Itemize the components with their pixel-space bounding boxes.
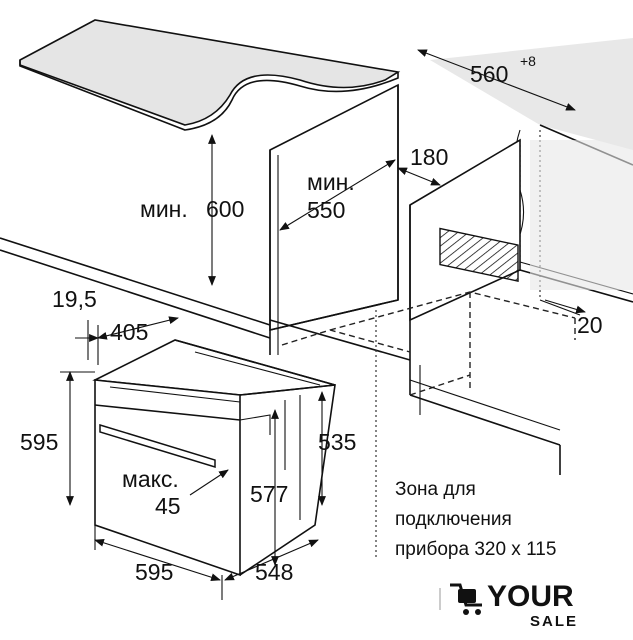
dimension-labels: 560 +8 180 мин. 600 мин. 550 20 19,5 405… <box>20 53 603 585</box>
label-max: макс. <box>122 466 179 492</box>
cart-icon <box>450 583 482 615</box>
countertop <box>19 19 401 131</box>
your-sale-logo: YOUR SALE <box>439 580 578 630</box>
dim-19-5: 19,5 <box>52 286 97 312</box>
zone-note-line-1: Зона для <box>395 479 476 500</box>
dim-595-width: 595 <box>135 559 173 585</box>
floor-lines <box>0 237 561 560</box>
dim-405: 405 <box>110 319 148 345</box>
dim-560-tolerance: +8 <box>520 53 536 69</box>
dimension-lines <box>60 49 586 600</box>
dim-595-height: 595 <box>20 429 58 455</box>
dim-180: 180 <box>410 144 448 170</box>
logo-word: YOUR <box>487 580 574 613</box>
dim-550: 550 <box>307 197 345 223</box>
label-min-550: мин. <box>307 169 355 195</box>
oven <box>92 339 336 577</box>
dim-548: 548 <box>255 559 293 585</box>
dim-600: 600 <box>206 196 244 222</box>
label-min-600: мин. <box>140 196 188 222</box>
logo-sub: SALE <box>530 613 578 630</box>
zone-note-line-3: прибора 320 х 115 <box>395 539 556 560</box>
dim-560: 560 <box>470 61 508 87</box>
dim-45: 45 <box>155 493 181 519</box>
dim-20: 20 <box>577 312 603 338</box>
zone-note-line-2: подключения <box>395 509 512 530</box>
dim-577: 577 <box>250 481 288 507</box>
connection-zone-note: Зона для подключения прибора 320 х 115 <box>395 479 556 560</box>
dim-535: 535 <box>318 429 356 455</box>
